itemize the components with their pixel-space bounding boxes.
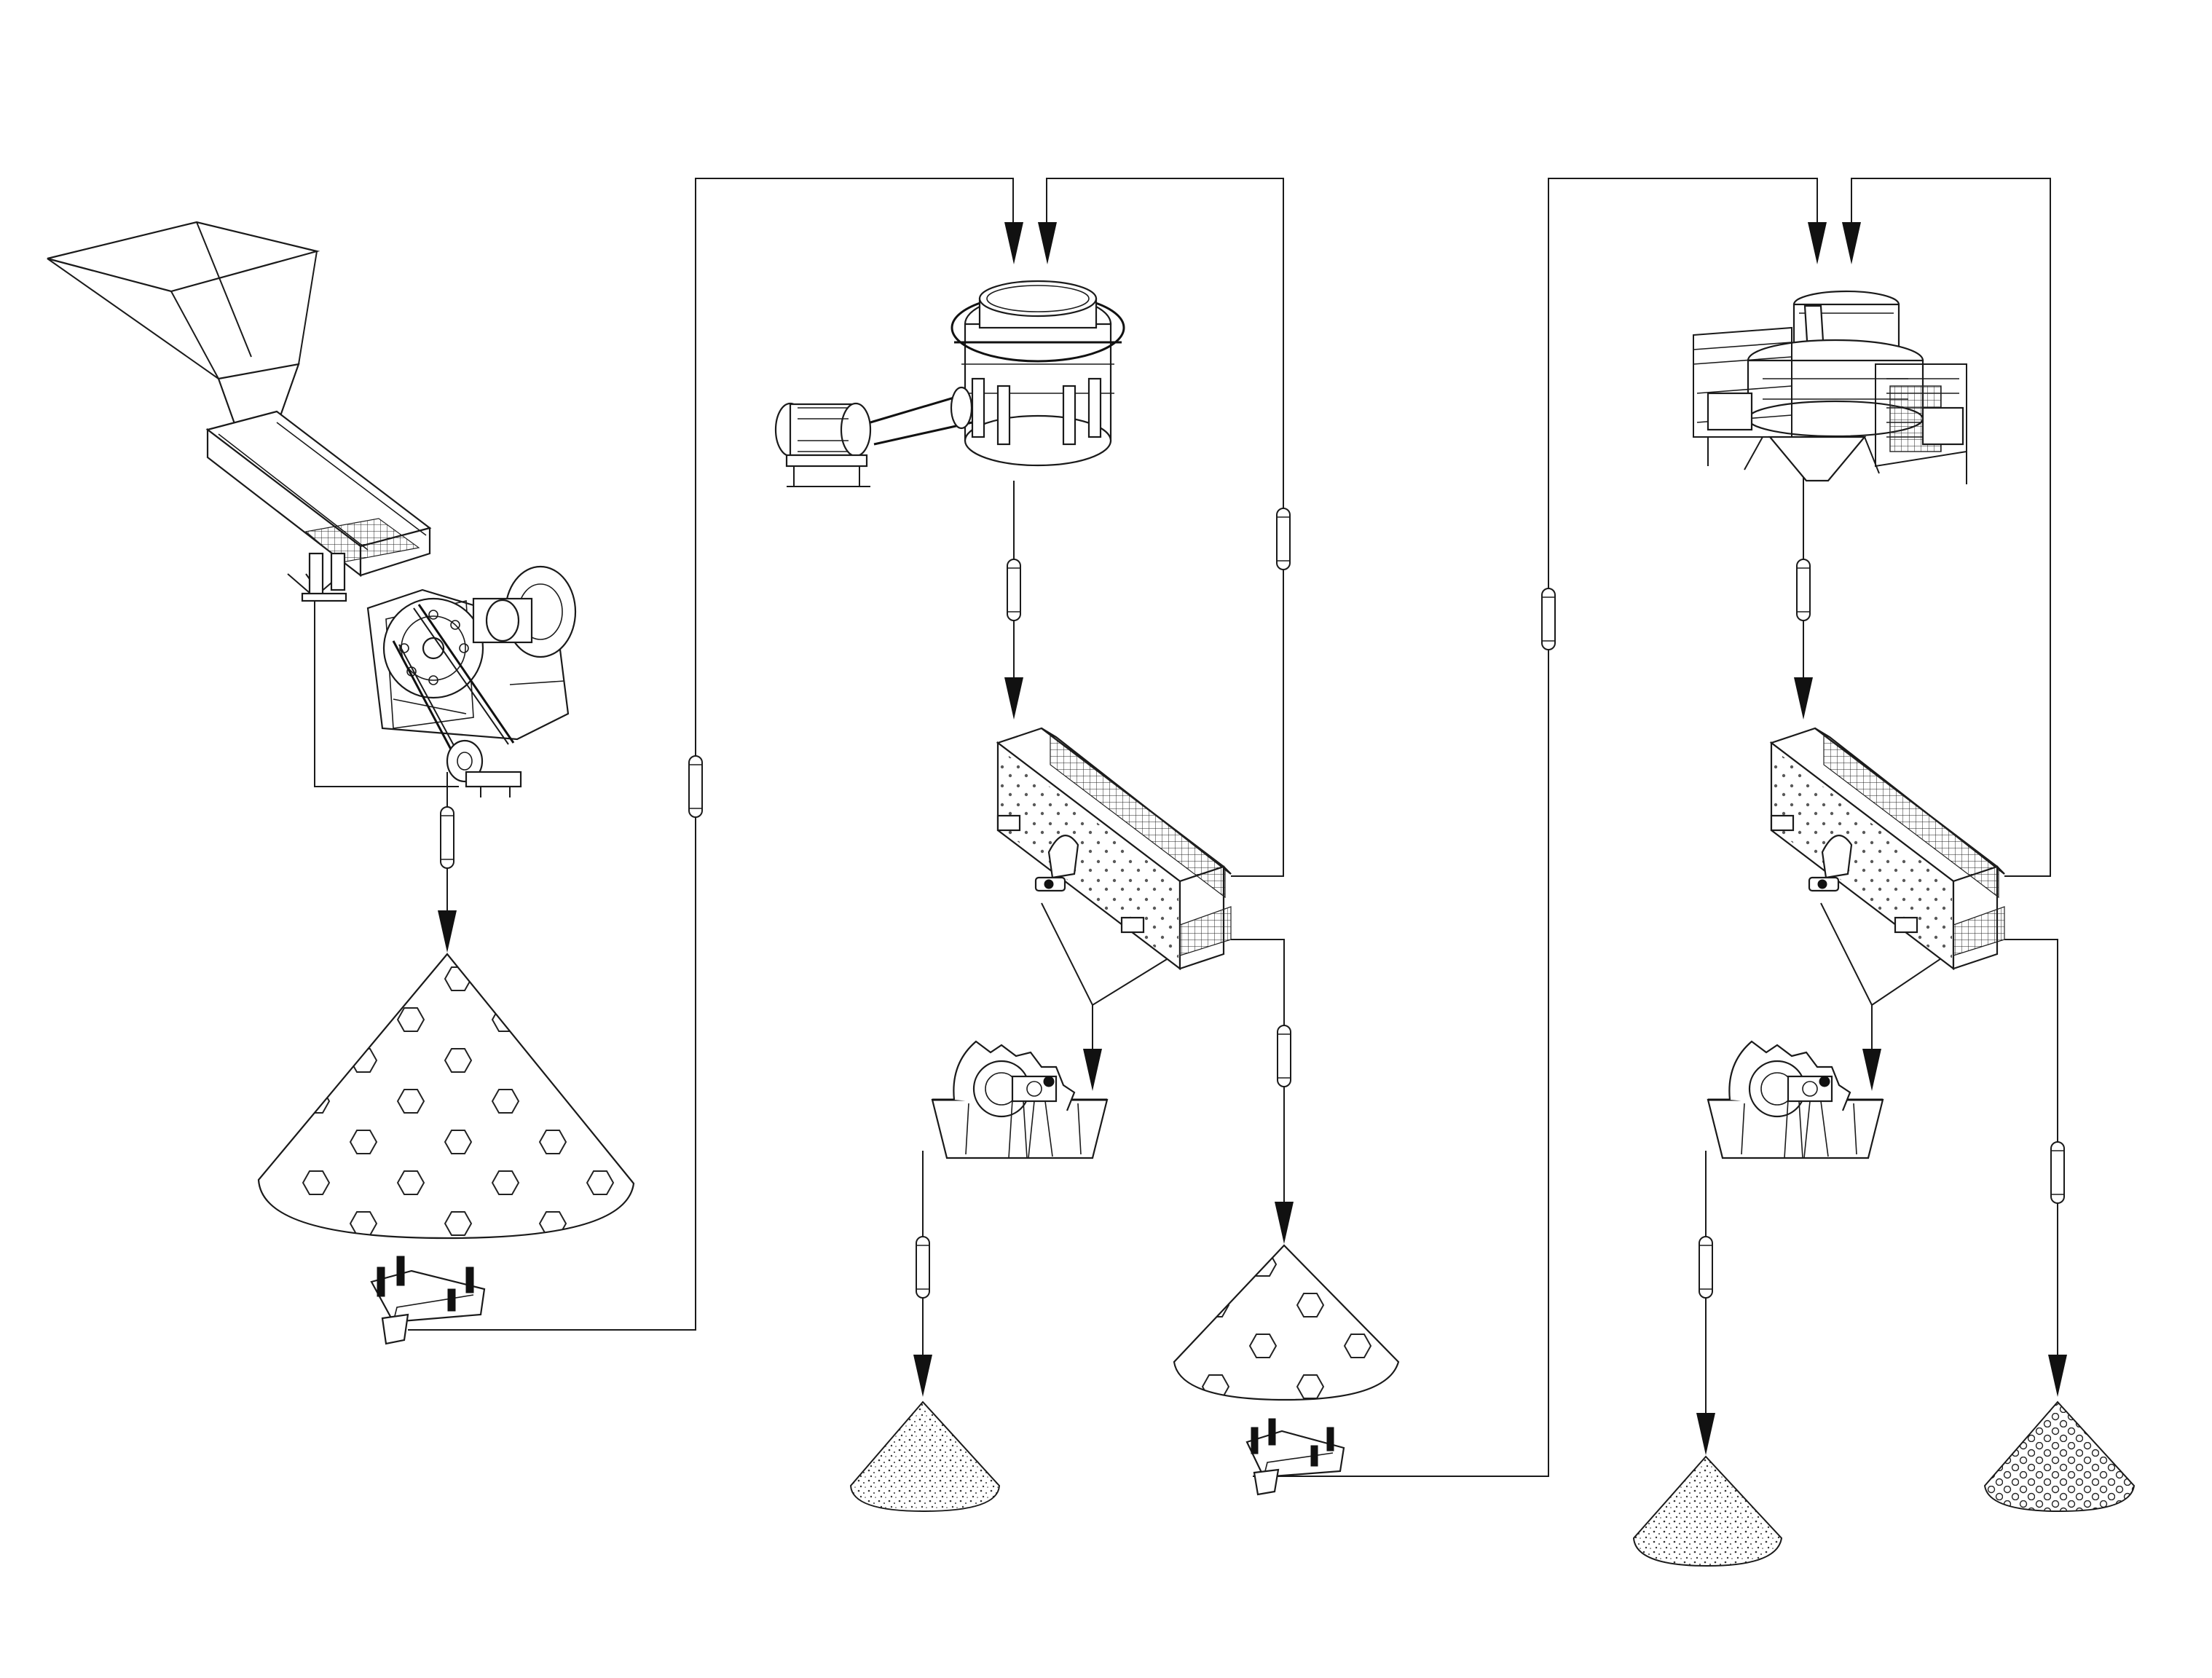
arrow-to-fine-aggregate (2048, 1355, 2067, 1397)
conveyor-icon (1796, 559, 1811, 621)
conveyor-icon (2050, 1141, 2065, 1204)
arrow-to-washer-1 (1083, 1049, 1102, 1091)
conveyor-icon (1007, 559, 1021, 621)
arrow-to-sand-pile-2 (1696, 1413, 1715, 1455)
arrow-to-sand-pile-1 (913, 1355, 932, 1397)
arrow-to-stockpile-2 (1275, 1202, 1294, 1244)
conveyor-icon (1276, 508, 1291, 570)
hopper-icon (47, 221, 320, 431)
arrow-to-cone-crusher-a (1004, 222, 1023, 264)
conveyors (440, 508, 2065, 1299)
conveyor-icon (1541, 588, 1556, 650)
arrow-to-vsi-a (1808, 222, 1827, 264)
jaw-crusher-icon (366, 565, 577, 797)
arrow-to-cone-crusher-b (1038, 222, 1057, 264)
arrow-to-screen-1 (1004, 677, 1023, 720)
vibrating-screen-icon (1770, 727, 2006, 970)
conveyor-icon (1277, 1025, 1291, 1087)
cone-crusher-icon (774, 280, 1125, 487)
vibrating-feeder-icon (205, 410, 432, 602)
coarse-stockpile-icon (257, 953, 635, 1345)
vibrating-screen-icon (996, 727, 1232, 970)
coarse-stockpile-icon (1173, 1244, 1400, 1496)
sand-washer-icon (931, 1040, 1109, 1159)
sand-making-machine-icon (1693, 290, 1967, 484)
washed-sand-pile-icon (849, 1401, 1001, 1513)
arrow-to-washer-2 (1862, 1049, 1881, 1091)
conveyor-icon (1699, 1236, 1713, 1299)
fine-aggregate-pile-icon (1983, 1401, 2136, 1513)
washed-sand-pile-icon (1632, 1455, 1783, 1567)
arrow-to-vsi-b (1842, 222, 1861, 264)
arrow-to-stockpile-1 (438, 910, 457, 953)
conveyor-icon (688, 755, 703, 818)
conveyor-icon (440, 806, 454, 869)
sand-washer-icon (1707, 1040, 1884, 1159)
conveyor-icon (916, 1236, 930, 1299)
arrow-to-screen-2 (1794, 677, 1813, 720)
